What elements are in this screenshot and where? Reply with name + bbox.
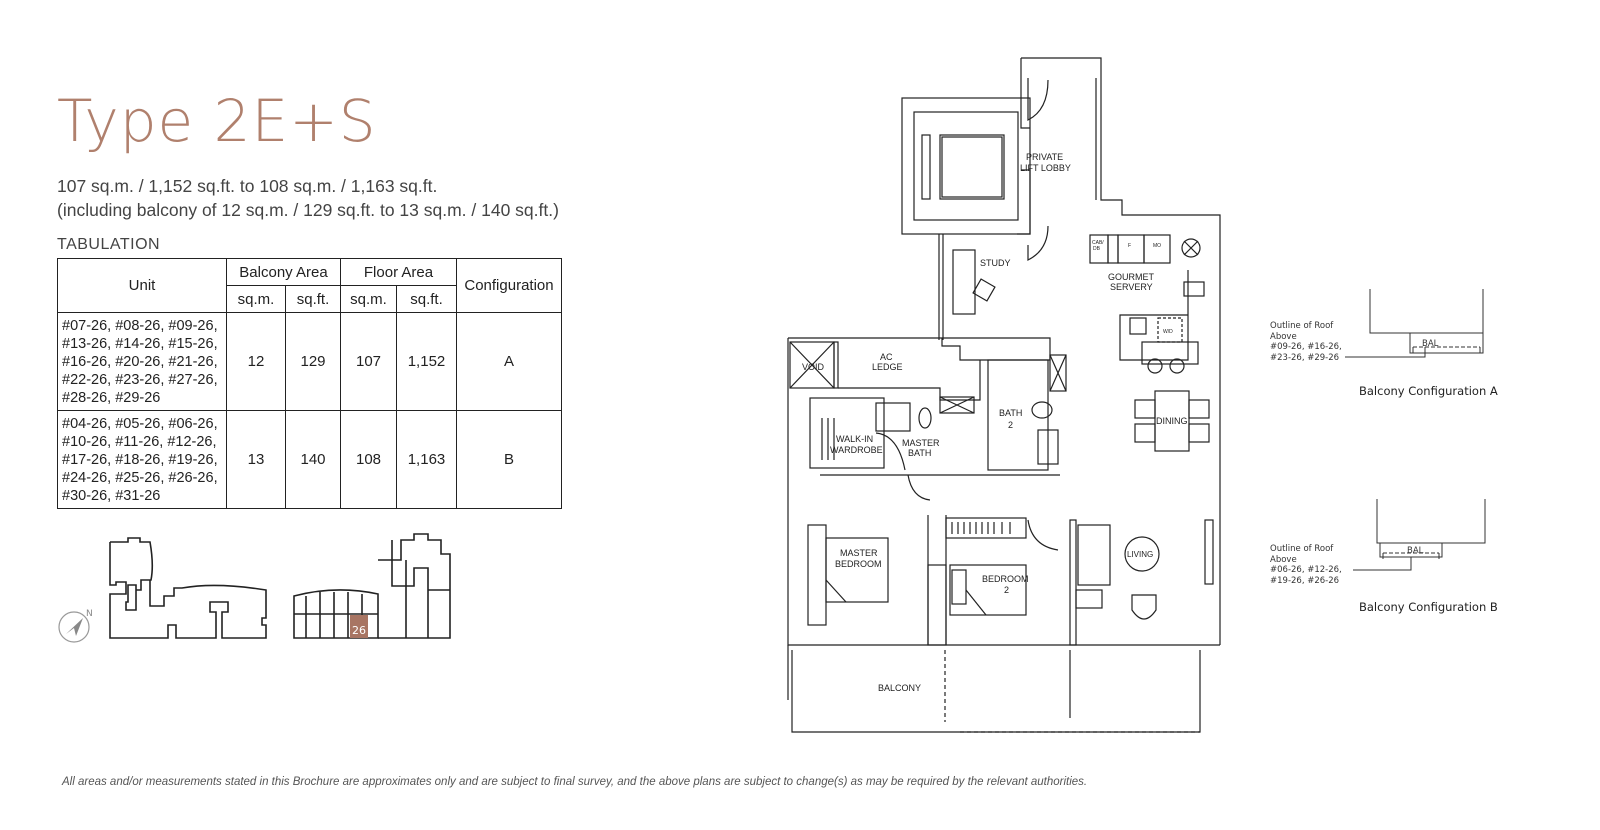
floor-sqft-cell: 1,163 [396, 410, 457, 509]
svg-text:W/D: W/D [1163, 329, 1173, 335]
floor-plan: PRIVATE LIFT LOBBY STUDY GOURMET SERVERY… [787, 57, 1221, 733]
configuration-cell: A [456, 312, 562, 411]
floor-sqm-cell: 108 [340, 410, 397, 509]
svg-text:DINING: DINING [1156, 416, 1188, 426]
svg-text:26: 26 [352, 624, 366, 637]
balcony-sqft-cell: 129 [285, 312, 341, 411]
tabulation-table: Unit Balcony Area Floor Area Configurati… [57, 258, 562, 509]
highlighted-unit-26 [350, 615, 368, 638]
header-floor-sqft: sq.ft. [396, 285, 457, 313]
svg-text:Outline of Roof: Outline of Roof [1270, 321, 1334, 331]
svg-text:BAL: BAL [1422, 339, 1439, 349]
svg-text:F: F [1128, 243, 1131, 249]
svg-text:#09-26, #16-26,: #09-26, #16-26, [1270, 342, 1342, 352]
svg-text:Above: Above [1270, 555, 1297, 565]
balcony-config-a-label: Balcony Configuration A [1359, 384, 1498, 398]
key-plan: N 26 [58, 533, 451, 643]
balcony-config-b-diagram: BAL Outline of Roof Above #06-26, #12-26… [1270, 499, 1486, 586]
balcony-sqm-cell: 12 [226, 312, 286, 411]
svg-text:BATH: BATH [999, 408, 1022, 418]
living-marker [1124, 536, 1160, 572]
area-summary-line1: 107 sq.m. / 1,152 sq.ft. to 108 sq.m. / … [57, 176, 438, 196]
svg-text:LEDGE: LEDGE [872, 362, 903, 372]
header-balcony-area: Balcony Area [226, 258, 341, 286]
svg-text:#19-26, #26-26: #19-26, #26-26 [1270, 576, 1339, 586]
tabulation-label: TABULATION [57, 236, 161, 253]
svg-text:N: N [86, 609, 93, 619]
header-balcony-sqft: sq.ft. [285, 285, 341, 313]
balcony-sqft-cell: 140 [285, 410, 341, 509]
header-balcony-sqm: sq.m. [226, 285, 286, 313]
svg-text:LIVING: LIVING [1127, 550, 1153, 559]
balcony-config-a-diagram: BAL Outline of Roof Above #09-26, #16-26… [1270, 289, 1484, 363]
units-cell: #07-26, #08-26, #09-26, #13-26, #14-26, … [57, 312, 227, 411]
svg-text:BEDROOM: BEDROOM [982, 574, 1029, 584]
units-cell: #04-26, #05-26, #06-26, #10-26, #11-26, … [57, 410, 227, 509]
header-floor-sqm: sq.m. [340, 285, 397, 313]
svg-text:VOID: VOID [802, 362, 825, 372]
svg-text:BATH: BATH [908, 448, 931, 458]
svg-text:BEDROOM: BEDROOM [835, 559, 882, 569]
svg-text:GOURMET: GOURMET [1108, 272, 1155, 282]
svg-text:2: 2 [1004, 585, 1009, 595]
svg-text:Above: Above [1270, 332, 1297, 342]
disclaimer: All areas and/or measurements stated in … [62, 776, 1088, 788]
balcony-config-b-label: Balcony Configuration B [1359, 600, 1498, 614]
area-summary-line2: (including balcony of 12 sq.m. / 129 sq.… [57, 200, 559, 220]
svg-text:BALCONY: BALCONY [878, 683, 921, 693]
svg-text:AC: AC [880, 352, 893, 362]
svg-text:MO: MO [1153, 243, 1161, 249]
compass-icon: N [58, 609, 93, 643]
key-plan-block-left [109, 537, 267, 639]
svg-text:2: 2 [1008, 420, 1013, 430]
page-title: Type 2E+S [57, 87, 377, 155]
header-configuration: Configuration [456, 258, 562, 313]
svg-text:WARDROBE: WARDROBE [830, 445, 883, 455]
table-row: #04-26, #05-26, #06-26, #10-26, #11-26, … [57, 410, 562, 509]
floor-sqm-cell: 107 [340, 312, 397, 411]
svg-text:MASTER: MASTER [840, 548, 878, 558]
svg-text:WALK-IN: WALK-IN [836, 434, 873, 444]
floor-sqft-cell: 1,152 [396, 312, 457, 411]
table-row: #07-26, #08-26, #09-26, #13-26, #14-26, … [57, 312, 562, 411]
balcony-sqm-cell: 13 [226, 410, 286, 509]
svg-text:#06-26, #12-26,: #06-26, #12-26, [1270, 565, 1342, 575]
svg-text:STUDY: STUDY [980, 258, 1011, 268]
header-unit: Unit [57, 258, 227, 313]
header-floor-area: Floor Area [340, 258, 457, 286]
svg-text:CAB/: CAB/ [1092, 240, 1104, 246]
svg-text:DB: DB [1093, 246, 1101, 252]
svg-text:Outline of Roof: Outline of Roof [1270, 544, 1334, 554]
svg-text:#23-26, #29-26: #23-26, #29-26 [1270, 353, 1339, 363]
svg-text:MASTER: MASTER [902, 438, 940, 448]
svg-text:SERVERY: SERVERY [1110, 282, 1153, 292]
svg-text:BAL: BAL [1407, 546, 1424, 556]
svg-text:PRIVATE: PRIVATE [1026, 152, 1063, 162]
configuration-cell: B [456, 410, 562, 509]
svg-text:LIFT LOBBY: LIFT LOBBY [1020, 163, 1071, 173]
key-plan-block-right [293, 533, 451, 639]
